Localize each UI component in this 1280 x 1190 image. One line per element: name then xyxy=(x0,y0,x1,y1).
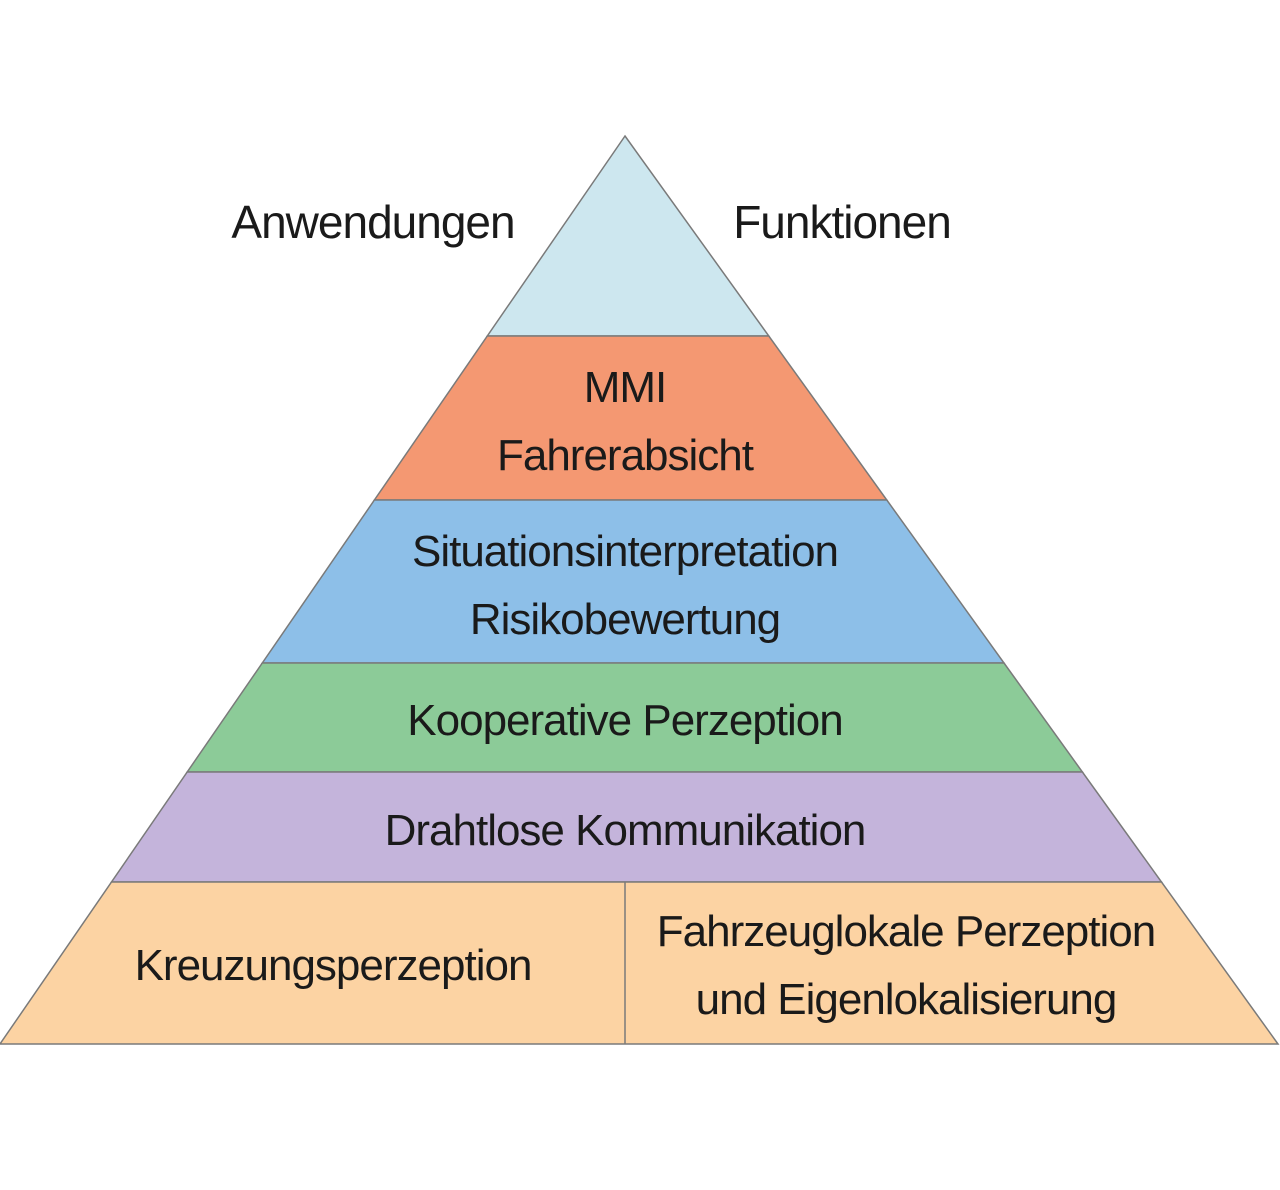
situation-line-2: Risikobewertung xyxy=(470,595,780,644)
drahtlose-label: Drahtlose Kommunikation xyxy=(385,806,866,855)
layer-apex xyxy=(485,134,771,337)
mmi-line-1: MMI xyxy=(584,363,667,412)
base-left-label: Kreuzungsperzeption xyxy=(135,941,532,990)
kooperative-label: Kooperative Perzeption xyxy=(407,696,842,745)
label-anwendungen: Anwendungen xyxy=(231,196,514,248)
base-right-line-2: und Eigenlokalisierung xyxy=(696,975,1117,1024)
layer-base xyxy=(0,881,1280,1045)
label-funktionen: Funktionen xyxy=(733,196,951,248)
mmi-line-2: Fahrerabsicht xyxy=(497,431,754,480)
base-right-line-1: Fahrzeuglokale Perzeption xyxy=(657,907,1155,956)
situation-line-1: Situationsinterpretation xyxy=(412,527,838,576)
